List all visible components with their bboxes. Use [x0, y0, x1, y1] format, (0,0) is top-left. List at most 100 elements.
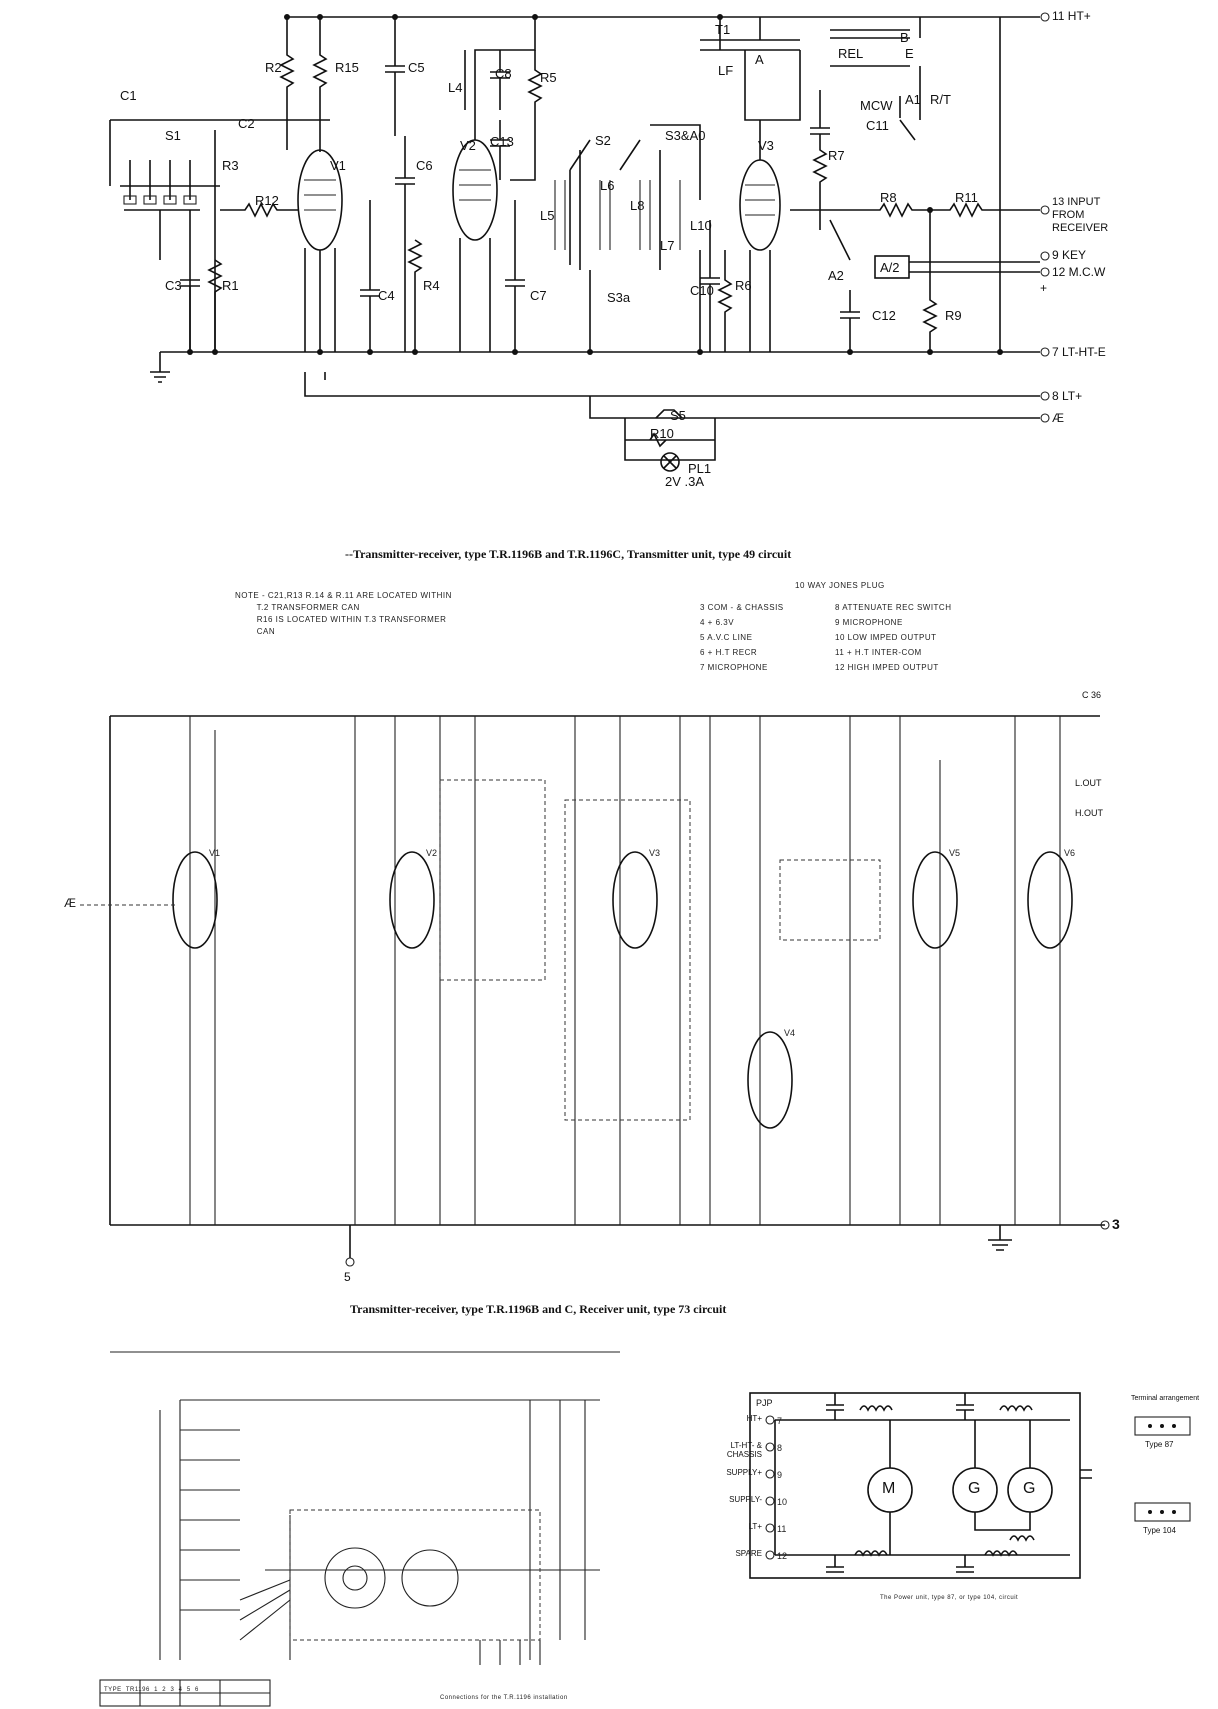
component-label: R9 [945, 308, 962, 323]
receiver-aerial: Æ [64, 896, 76, 910]
terminal-lt-plus: 8 LT+ [1052, 389, 1083, 403]
pjp-pin [765, 1415, 775, 1425]
valve-v4 [747, 1031, 793, 1129]
plus-sign: + [1040, 281, 1048, 295]
valve-v5 [912, 851, 958, 949]
component-label: R/T [930, 92, 951, 107]
component-label: R15 [335, 60, 359, 75]
component-label: 2V .3A [665, 474, 704, 489]
component-label: T1 [715, 22, 730, 37]
component-label: S5 [670, 408, 686, 423]
pjp-pin [765, 1469, 775, 1479]
component-label: R3 [222, 158, 239, 173]
pjp-label: PJP [756, 1398, 773, 1408]
terminal-ht-plus: 11 HT+ [1052, 9, 1091, 23]
component-label: R12 [255, 193, 279, 208]
component-label: REL [838, 46, 863, 61]
receiver-note: NOTE - C21,R13 R.14 & R.11 ARE LOCATED W… [235, 591, 452, 636]
pin-number: 9 [777, 1470, 782, 1480]
component-label: R4 [423, 278, 440, 293]
component-label: L6 [600, 178, 614, 193]
pjp-pin [765, 1550, 775, 1560]
plug-pin: 10 LOW IMPED OUTPUT [835, 633, 937, 642]
pin-number: 12 [777, 1551, 787, 1561]
component-label: L10 [690, 218, 712, 233]
motor-label: M [882, 1480, 896, 1497]
component-label: C7 [530, 288, 547, 303]
receiver-hout: H.OUT [1075, 808, 1103, 818]
component-label: V2 [460, 138, 476, 153]
component-label: R10 [650, 426, 674, 441]
component-label: C3 [165, 278, 182, 293]
component-label: C5 [408, 60, 425, 75]
valve-v2 [389, 851, 435, 949]
component-label: A/2 [880, 260, 900, 275]
power-terminal-label: LT+ [748, 1522, 762, 1531]
type-104-label: Type 104 [1143, 1526, 1176, 1535]
generator-label: G [1023, 1480, 1036, 1497]
plug-pin: 5 A.V.C LINE [700, 633, 753, 642]
component-label: C6 [416, 158, 433, 173]
receiver-terminal-5: 5 [344, 1270, 351, 1284]
pjp-pin [765, 1496, 775, 1506]
power-terminal-label: SUPPLY+ [726, 1468, 762, 1477]
connections-caption: Connections for the T.R.1196 installatio… [440, 1695, 568, 1701]
valve-v3 [612, 851, 658, 949]
component-label: B [900, 30, 909, 45]
component-label: PL1 [688, 461, 711, 476]
component-label: R8 [880, 190, 897, 205]
component-label: C8 [495, 66, 512, 81]
power-terminal-label: HT+ [746, 1414, 762, 1423]
terminal-key: 9 KEY [1052, 248, 1087, 262]
pin-number: 8 [777, 1443, 782, 1453]
valve-label: V1 [209, 848, 220, 858]
plug-pin: 8 ATTENUATE REC SWITCH [835, 603, 952, 612]
plug-pin: 3 COM - & CHASSIS [700, 603, 784, 612]
component-label: S3a [607, 290, 631, 305]
connections-table-text: TYPE TR1196 1 2 3 4 5 6 [104, 1687, 199, 1693]
component-label: R1 [222, 278, 239, 293]
component-label: R5 [540, 70, 557, 85]
component-label: R11 [955, 190, 978, 205]
receiver-terminal-3: 3 [1112, 1216, 1120, 1232]
component-label: C4 [378, 288, 395, 303]
component-label: L7 [660, 238, 674, 253]
component-label: V1 [330, 158, 346, 173]
valve-label: V4 [784, 1028, 795, 1038]
component-label: C12 [872, 308, 896, 323]
plug-pin: 6 + H.T RECR [700, 648, 758, 657]
pin-number: 7 [777, 1416, 782, 1426]
transmitter-circuit [109, 12, 1050, 472]
transmitter-caption: --Transmitter-receiver, type T.R.1196B a… [345, 547, 792, 561]
plug-title: 10 WAY JONES PLUG [795, 581, 885, 590]
component-label: A2 [828, 268, 844, 283]
pjp-pin [765, 1442, 775, 1452]
pin-number: 10 [777, 1497, 787, 1507]
component-label: V3 [758, 138, 774, 153]
component-label: MCW [860, 98, 893, 113]
component-label: E [905, 46, 914, 61]
component-label: C10 [690, 283, 714, 298]
plug-pin: 12 HIGH IMPED OUTPUT [835, 663, 939, 672]
terminal-lt-ht-e: 7 LT-HT-E [1052, 345, 1106, 359]
power-terminal-label: LT-HT- & CHASSIS [726, 1441, 762, 1459]
receiver-c36: C 36 [1082, 690, 1102, 700]
component-label: R2 [265, 60, 282, 75]
power-unit-caption: The Power unit, type 87, or type 104, ci… [880, 1595, 1019, 1601]
component-label: C13 [490, 134, 514, 149]
valve-label: V6 [1064, 848, 1075, 858]
component-label: S2 [595, 133, 611, 148]
power-terminal-label: SPARE [735, 1549, 762, 1558]
terminal-input-from-receiver: 13 INPUT FROM RECEIVER [1052, 196, 1109, 234]
plug-pin: 11 + H.T INTER-COM [835, 648, 922, 657]
terminal-aerial: Æ [1052, 411, 1064, 425]
receiver-lout: L.OUT [1075, 778, 1102, 788]
valve-label: V3 [649, 848, 660, 858]
valve-v1 [172, 851, 218, 949]
component-label: L4 [448, 80, 462, 95]
terminal-arrangement-title: Terminal arrangement [1130, 1395, 1200, 1402]
generator-label: G [968, 1480, 981, 1497]
